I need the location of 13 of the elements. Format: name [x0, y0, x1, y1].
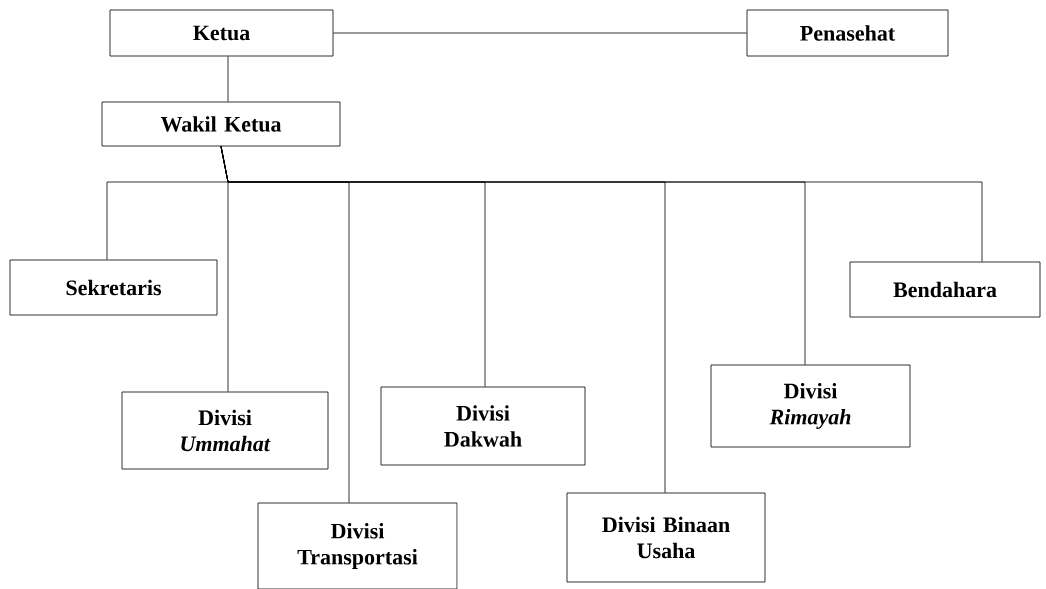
- org-box: Sekretaris: [9, 259, 218, 316]
- org-box: Divisi Rimayah: [710, 364, 911, 448]
- org-box: Divisi Dakwah: [380, 386, 586, 466]
- org-box: Penasehat: [746, 9, 949, 57]
- org-box: Divisi Transportasi: [257, 502, 458, 589]
- org-box: Bendahara: [849, 261, 1041, 318]
- connector-line: [227, 56, 229, 102]
- org-box: Ketua: [109, 9, 334, 57]
- connector-line: [333, 32, 747, 34]
- org-box: Wakil Ketua: [101, 101, 341, 147]
- org-box: Divisi Binaan Usaha: [566, 492, 766, 583]
- connector-line: [220, 146, 983, 262]
- org-box: Divisi Ummahat: [121, 391, 329, 470]
